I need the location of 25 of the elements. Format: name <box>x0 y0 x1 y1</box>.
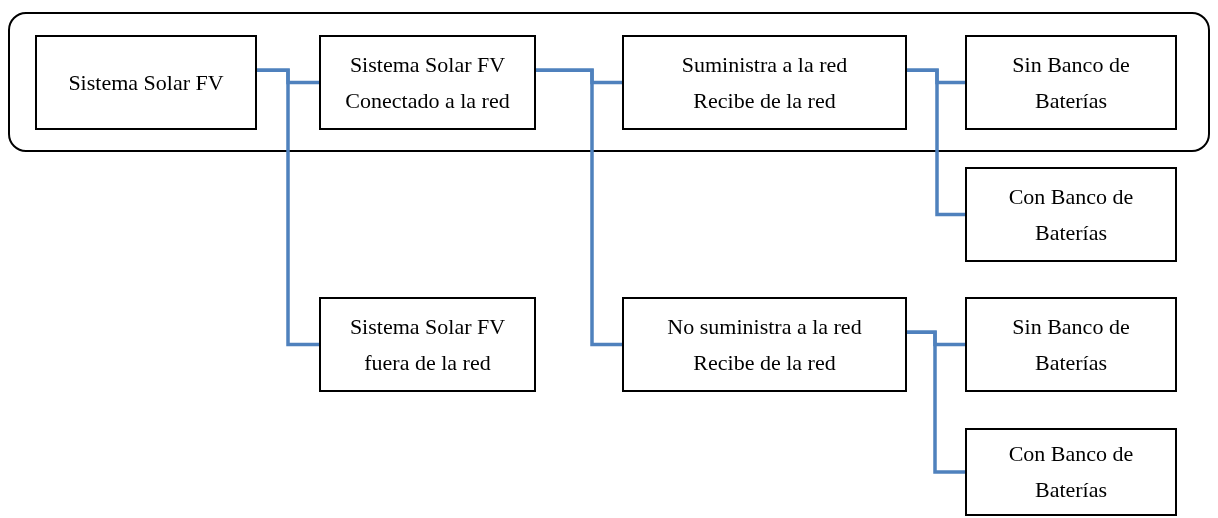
box-text: Sin Banco de Baterías <box>1011 50 1131 115</box>
process-box <box>965 35 1177 130</box>
process-box <box>319 297 536 392</box>
box-text: Sistema Solar FV <box>68 68 224 97</box>
connector-line <box>257 68 319 347</box>
process-box <box>319 35 536 130</box>
group-frame <box>8 12 1210 152</box>
box-text: Suministra a la red <box>681 50 848 79</box>
box-text: Sin Banco de Baterías <box>1011 312 1131 377</box>
box-text: Con Banco de Baterías <box>1007 440 1135 504</box>
box-text: Sistema Solar FV Conectado a la red <box>344 50 511 115</box>
process-box <box>965 428 1177 516</box>
box-text: Recibe de la red <box>693 348 836 377</box>
box-text: No suministra a la red <box>667 312 862 341</box>
connector-line <box>907 68 965 217</box>
box-text: Sistema Solar FV fuera de la red <box>348 312 507 377</box>
connector-line <box>536 68 622 347</box>
process-box <box>965 297 1177 392</box>
process-box <box>622 297 907 392</box>
process-box <box>965 167 1177 262</box>
process-box <box>35 35 257 130</box>
connector-line <box>907 330 965 474</box>
box-text: Recibe de la red <box>693 86 836 115</box>
box-text: Con Banco de Baterías <box>1007 182 1135 247</box>
process-box <box>622 35 907 130</box>
